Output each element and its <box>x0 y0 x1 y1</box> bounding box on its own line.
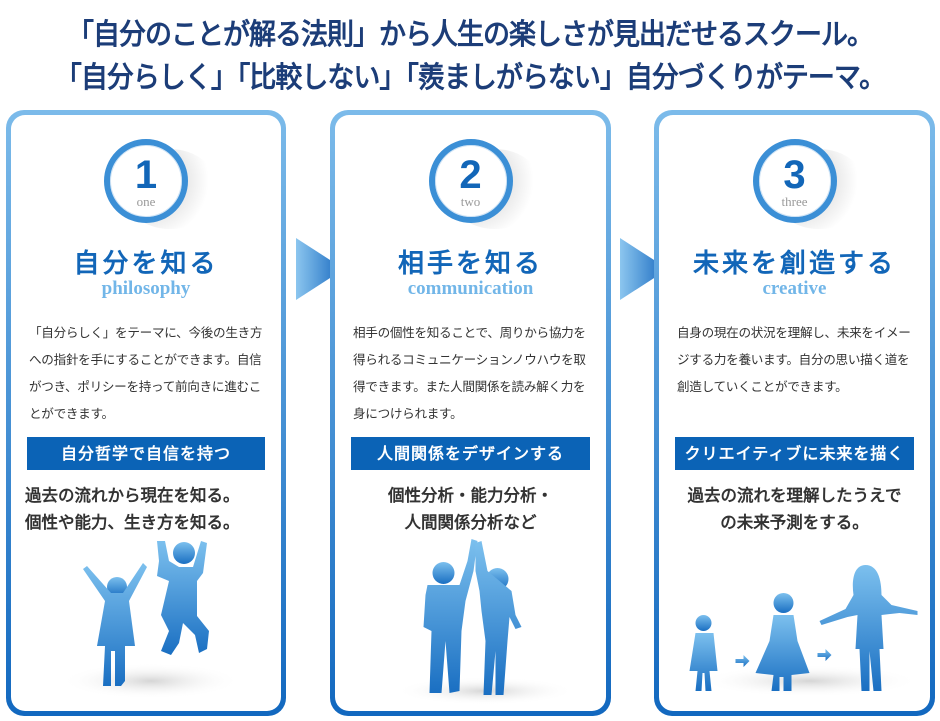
card-band: 自分哲学で自信を持つ <box>27 437 265 470</box>
arrow-right-icon <box>296 238 344 300</box>
card-band: クリエイティブに未来を描く <box>675 437 914 470</box>
step-badge: 1 one <box>104 139 218 229</box>
card-philosophy: 1 one 自分を知る philosophy 「自分らしく」をテーマに、今後の生… <box>6 110 286 716</box>
card-title: 未来を創造する <box>692 249 896 279</box>
card-subtitle: creative <box>762 278 827 299</box>
step-badge: 3 three <box>752 139 867 229</box>
card-description: 自身の現在の状況を理解し、未来をイメージする力を養います。自分の思い描く道を創造… <box>677 325 911 394</box>
highlight-line: 個性分析・能力分析・ <box>388 486 553 505</box>
card-subtitle: communication <box>407 278 534 299</box>
step-number: 3 <box>783 153 806 197</box>
headline-line-1: 「自分のことが解る法則」から人生の楽しさが見出だせるスクール。 <box>67 18 874 52</box>
card-subtitle: philosophy <box>101 278 191 299</box>
highlight-line: 人間関係分析など <box>404 513 537 532</box>
jumping-family-silhouette-icon <box>61 541 241 699</box>
card-creative: 3 three 未来を創造する creative 自身の現在の状況を理解し、未来… <box>654 110 935 716</box>
highlight-line: の未来予測をする。 <box>720 513 869 532</box>
step-word: one <box>136 194 156 209</box>
card-band: 人間関係をデザインする <box>351 437 590 470</box>
card-highlight: 過去の流れを理解したうえで の未来予測をする。 <box>665 482 924 536</box>
step-badge: 2 two <box>428 139 543 229</box>
arrow-right-icon <box>620 238 668 300</box>
card-title: 相手を知る <box>397 249 543 279</box>
card-highlight: 過去の流れから現在を知る。 個性や能力、生き方を知る。 <box>25 482 275 536</box>
growing-girl-silhouette-icon <box>689 565 920 697</box>
highlight-line: 個性や能力、生き方を知る。 <box>25 513 240 532</box>
step-word: two <box>460 194 481 209</box>
highlight-line: 過去の流れから現在を知る。 <box>25 486 240 505</box>
card-description: 相手の個性を知ることで、周りから協力を得られるコミュニケーションノウハウを取得で… <box>353 325 586 421</box>
step-number: 2 <box>459 153 482 197</box>
highlight-line: 過去の流れを理解したうえで <box>687 486 902 505</box>
step-word: three <box>781 194 808 209</box>
card-title: 自分を知る <box>73 249 219 279</box>
card-description: 「自分らしく」をテーマに、今後の生き方への指針を手にすることができます。自信がつ… <box>29 325 263 421</box>
card-communication: 2 two 相手を知る communication 相手の個性を知ることで、周り… <box>330 110 611 716</box>
card-highlight: 個性分析・能力分析・ 人間関係分析など <box>341 482 600 536</box>
step-number: 1 <box>134 153 158 197</box>
high-five-couple-silhouette-icon <box>395 539 576 705</box>
headline-line-2: 「自分らしく」「比較しない」「羨ましがらない」自分づくりがテーマ。 <box>54 61 886 95</box>
